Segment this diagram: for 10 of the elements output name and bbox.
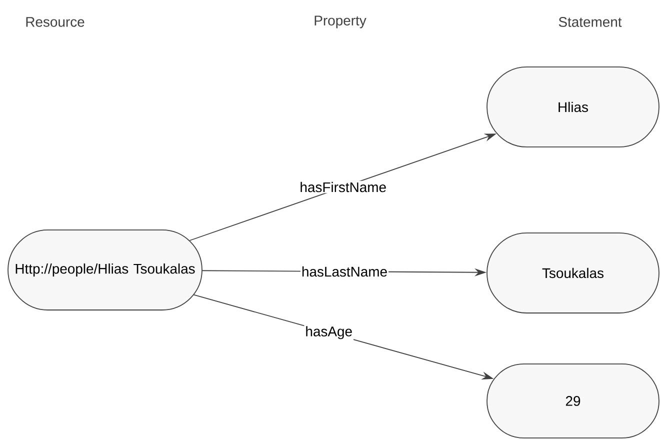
rounded-node: Tsoukalas [486,232,660,314]
rounded-node: Http://people/Hlias Tsoukalas [8,230,202,310]
column-heading: Statement [558,17,622,27]
rounded-node: 29 [486,364,660,438]
edge-label: hasLastName [300,265,389,278]
column-heading: Property [314,16,366,28]
column-heading: Resource [26,17,84,27]
edge-label: hasAge [304,325,354,340]
rounded-node: Hlias [486,66,660,148]
edge-label: hasFirstName [298,180,388,194]
